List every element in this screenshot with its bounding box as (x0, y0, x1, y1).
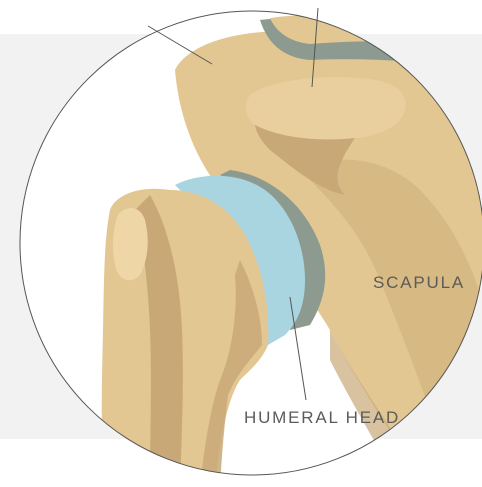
scapula-label: SCAPULA (373, 273, 465, 293)
acromion-process (246, 77, 406, 140)
humerus-highlight (113, 208, 148, 280)
acromion-band-top (270, 15, 482, 45)
humeral-head-label: HUMERAL HEAD (244, 408, 400, 428)
